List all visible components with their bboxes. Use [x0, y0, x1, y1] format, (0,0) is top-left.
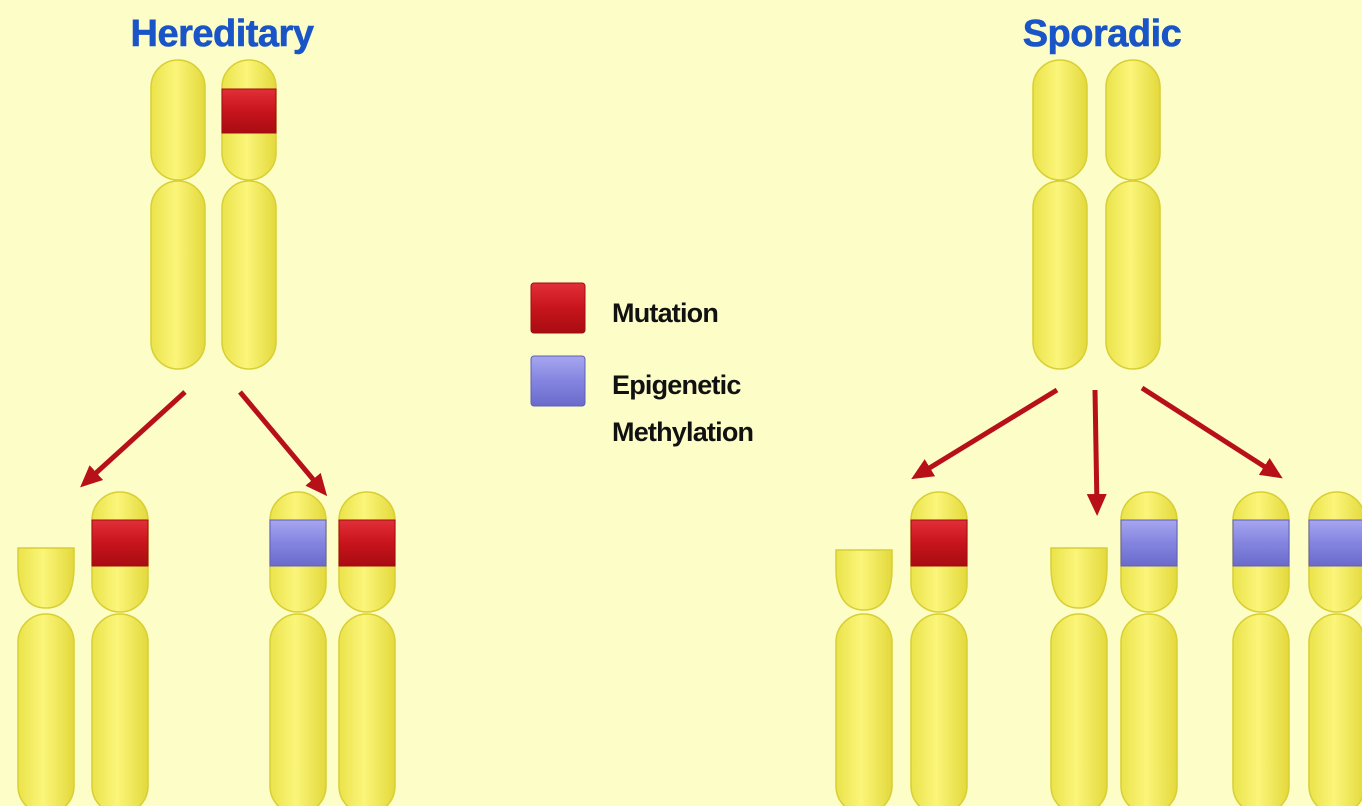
- sporadic-daughter-3b-methylation-band: [1308, 519, 1362, 567]
- arrow-layer: [80, 385, 1283, 516]
- hereditary-parent-chromosome-2-mutation-band: [221, 88, 277, 134]
- hereditary-parent-chromosome-2-lower-arm: [221, 180, 277, 370]
- arrow-sporadic-left: [911, 387, 1059, 480]
- hereditary-daughter-1a-lower-arm: [17, 613, 75, 806]
- methylation-swatch: [530, 355, 586, 407]
- arrow-sporadic-right: [1140, 385, 1283, 479]
- sporadic-daughter-3a-methylation-band: [1232, 519, 1290, 567]
- sporadic-daughter-1b-mutation-band: [910, 519, 968, 567]
- sporadic-daughter-3b-lower-arm: [1308, 613, 1362, 806]
- sporadic-daughter-1b: [910, 491, 968, 806]
- hereditary-daughter-2b-lower-arm: [338, 613, 396, 806]
- sporadic-daughter-3a: [1232, 491, 1290, 806]
- sporadic-daughter-2a: [1050, 547, 1108, 806]
- sporadic-daughter-1a: [835, 549, 893, 806]
- arrow-hereditary-left: [80, 390, 187, 488]
- sporadic-parent-chromosome-1-upper-arm: [1032, 59, 1088, 181]
- sporadic-parent-chromosome-2: [1105, 59, 1161, 370]
- hereditary-daughter-2a-methylation-band: [269, 519, 327, 567]
- hereditary-daughter-1b-lower-arm: [91, 613, 149, 806]
- hereditary-parent-chromosome-1-upper-arm: [150, 59, 206, 181]
- mutation-label: Mutation: [612, 298, 718, 328]
- sporadic-parent-chromosome-2-upper-arm: [1105, 59, 1161, 181]
- sporadic-title: Sporadic: [1023, 13, 1182, 55]
- hereditary-daughter-2a-lower-arm: [269, 613, 327, 806]
- sporadic-daughter-3a-lower-arm: [1232, 613, 1290, 806]
- sporadic-parent-chromosome-1-lower-arm: [1032, 180, 1088, 370]
- arrow-sporadic-middle: [1086, 389, 1107, 516]
- sporadic-daughter-1b-lower-arm: [910, 613, 968, 806]
- sporadic-daughter-1a-truncated-arm: [835, 549, 893, 611]
- mutation-swatch: [530, 282, 586, 334]
- hereditary-daughter-2b-mutation-band: [338, 519, 396, 567]
- chromosome-layer: [17, 59, 1362, 806]
- hereditary-daughter-1b: [91, 491, 149, 806]
- sporadic-parent-chromosome-1: [1032, 59, 1088, 370]
- sporadic-daughter-3b: [1308, 491, 1362, 806]
- sporadic-daughter-1a-lower-arm: [835, 613, 893, 806]
- hereditary-daughter-1b-mutation-band: [91, 519, 149, 567]
- sporadic-parent-chromosome-2-lower-arm: [1105, 180, 1161, 370]
- hereditary-parent-chromosome-2: [221, 59, 277, 370]
- sporadic-daughter-2a-truncated-arm: [1050, 547, 1108, 609]
- hereditary-title: Hereditary: [131, 13, 314, 55]
- sporadic-daughter-2b-methylation-band: [1120, 519, 1178, 567]
- hereditary-daughter-1a: [17, 547, 75, 806]
- hereditary-daughter-2b: [338, 491, 396, 806]
- hereditary-parent-chromosome-1: [150, 59, 206, 370]
- hereditary-daughter-1a-truncated-arm: [17, 547, 75, 609]
- sporadic-daughter-2b: [1120, 491, 1178, 806]
- methylation-label-line2: Methylation: [612, 417, 753, 447]
- methylation-label-line1: Epigenetic: [612, 370, 741, 400]
- arrow-hereditary-right: [238, 390, 328, 497]
- sporadic-daughter-2b-lower-arm: [1120, 613, 1178, 806]
- legend: Mutation Epigenetic Methylation: [530, 282, 754, 447]
- sporadic-daughter-2a-lower-arm: [1050, 613, 1108, 806]
- hereditary-daughter-2a: [269, 491, 327, 806]
- hereditary-parent-chromosome-1-lower-arm: [150, 180, 206, 370]
